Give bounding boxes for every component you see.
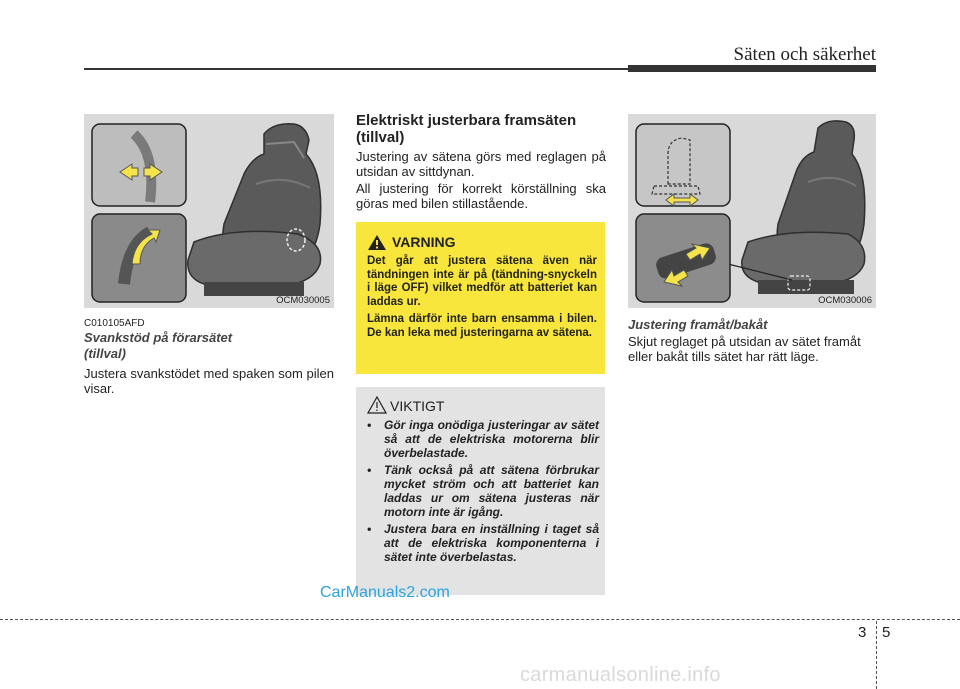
lumbar-body-text: Justera svankstödet med spaken som pilen…	[84, 366, 334, 396]
warning-paragraph: Lämna därför inte barn ensamma i bilen. …	[367, 313, 597, 339]
document-code: C010105AFD	[84, 318, 145, 329]
seat-slide-illustration: OCM030006	[628, 114, 876, 308]
list-item-text: Tänk också på att sätena förbrukar mycke…	[384, 463, 599, 519]
seat-illustration	[91, 122, 322, 303]
important-title: VIKTIGT	[390, 398, 445, 414]
seat-illustration	[635, 120, 866, 303]
list-item-text: Justera bara en inställning i taget så a…	[384, 522, 599, 564]
list-item-text: Gör inga onödiga justeringar av sätet så…	[384, 418, 599, 460]
chapter-number: 3	[858, 624, 867, 641]
slide-body-text: Skjut reglaget på utsidan av sätet framå…	[628, 334, 861, 364]
lumbar-subheading-line1: Svankstöd på förarsätet	[84, 330, 233, 345]
important-box: VIKTIGT •Gör inga onödiga justeringar av…	[356, 387, 605, 595]
page-number: 5	[882, 624, 891, 641]
slide-subheading: Justering framåt/bakåt	[628, 317, 768, 332]
power-seats-heading: Elektriskt justerbara framsäten (tillval…	[356, 112, 577, 146]
figure-code: OCM030005	[276, 295, 330, 306]
power-seats-para1: Justering av sätena görs med reglagen på…	[356, 149, 606, 179]
section-title: Säten och säkerhet	[733, 44, 876, 65]
caution-triangle-icon	[367, 396, 387, 414]
list-item: •Justera bara en inställning i taget så …	[367, 522, 599, 564]
warning-box: VARNING Det går att justera sätena även …	[356, 222, 605, 374]
warning-title: VARNING	[392, 234, 456, 250]
warning-paragraph: Det går att justera sätena även när tänd…	[367, 255, 597, 308]
footer-rule	[0, 619, 960, 620]
header-rule	[84, 68, 628, 70]
power-seats-para2: All justering för korrekt körställning s…	[356, 181, 606, 211]
list-item: •Gör inga onödiga justeringar av sätet s…	[367, 418, 599, 460]
lumbar-subheading: Svankstöd på förarsätet (tillval)	[84, 330, 334, 362]
important-list: •Gör inga onödiga justeringar av sätet s…	[367, 418, 599, 567]
watermark: CarManuals2.com	[320, 584, 450, 601]
header-rule-thick	[628, 65, 876, 72]
page-number-divider	[876, 621, 878, 689]
lumbar-subheading-line2: (tillval)	[84, 346, 126, 361]
site-watermark: carmanualsonline.info	[520, 664, 721, 686]
list-item: •Tänk också på att sätena förbrukar myck…	[367, 463, 599, 519]
warning-triangle-icon	[368, 235, 386, 250]
lumbar-support-illustration: OCM030005	[84, 114, 334, 308]
warning-text: Det går att justera sätena även när tänd…	[367, 255, 597, 344]
figure-code: OCM030006	[818, 295, 872, 306]
